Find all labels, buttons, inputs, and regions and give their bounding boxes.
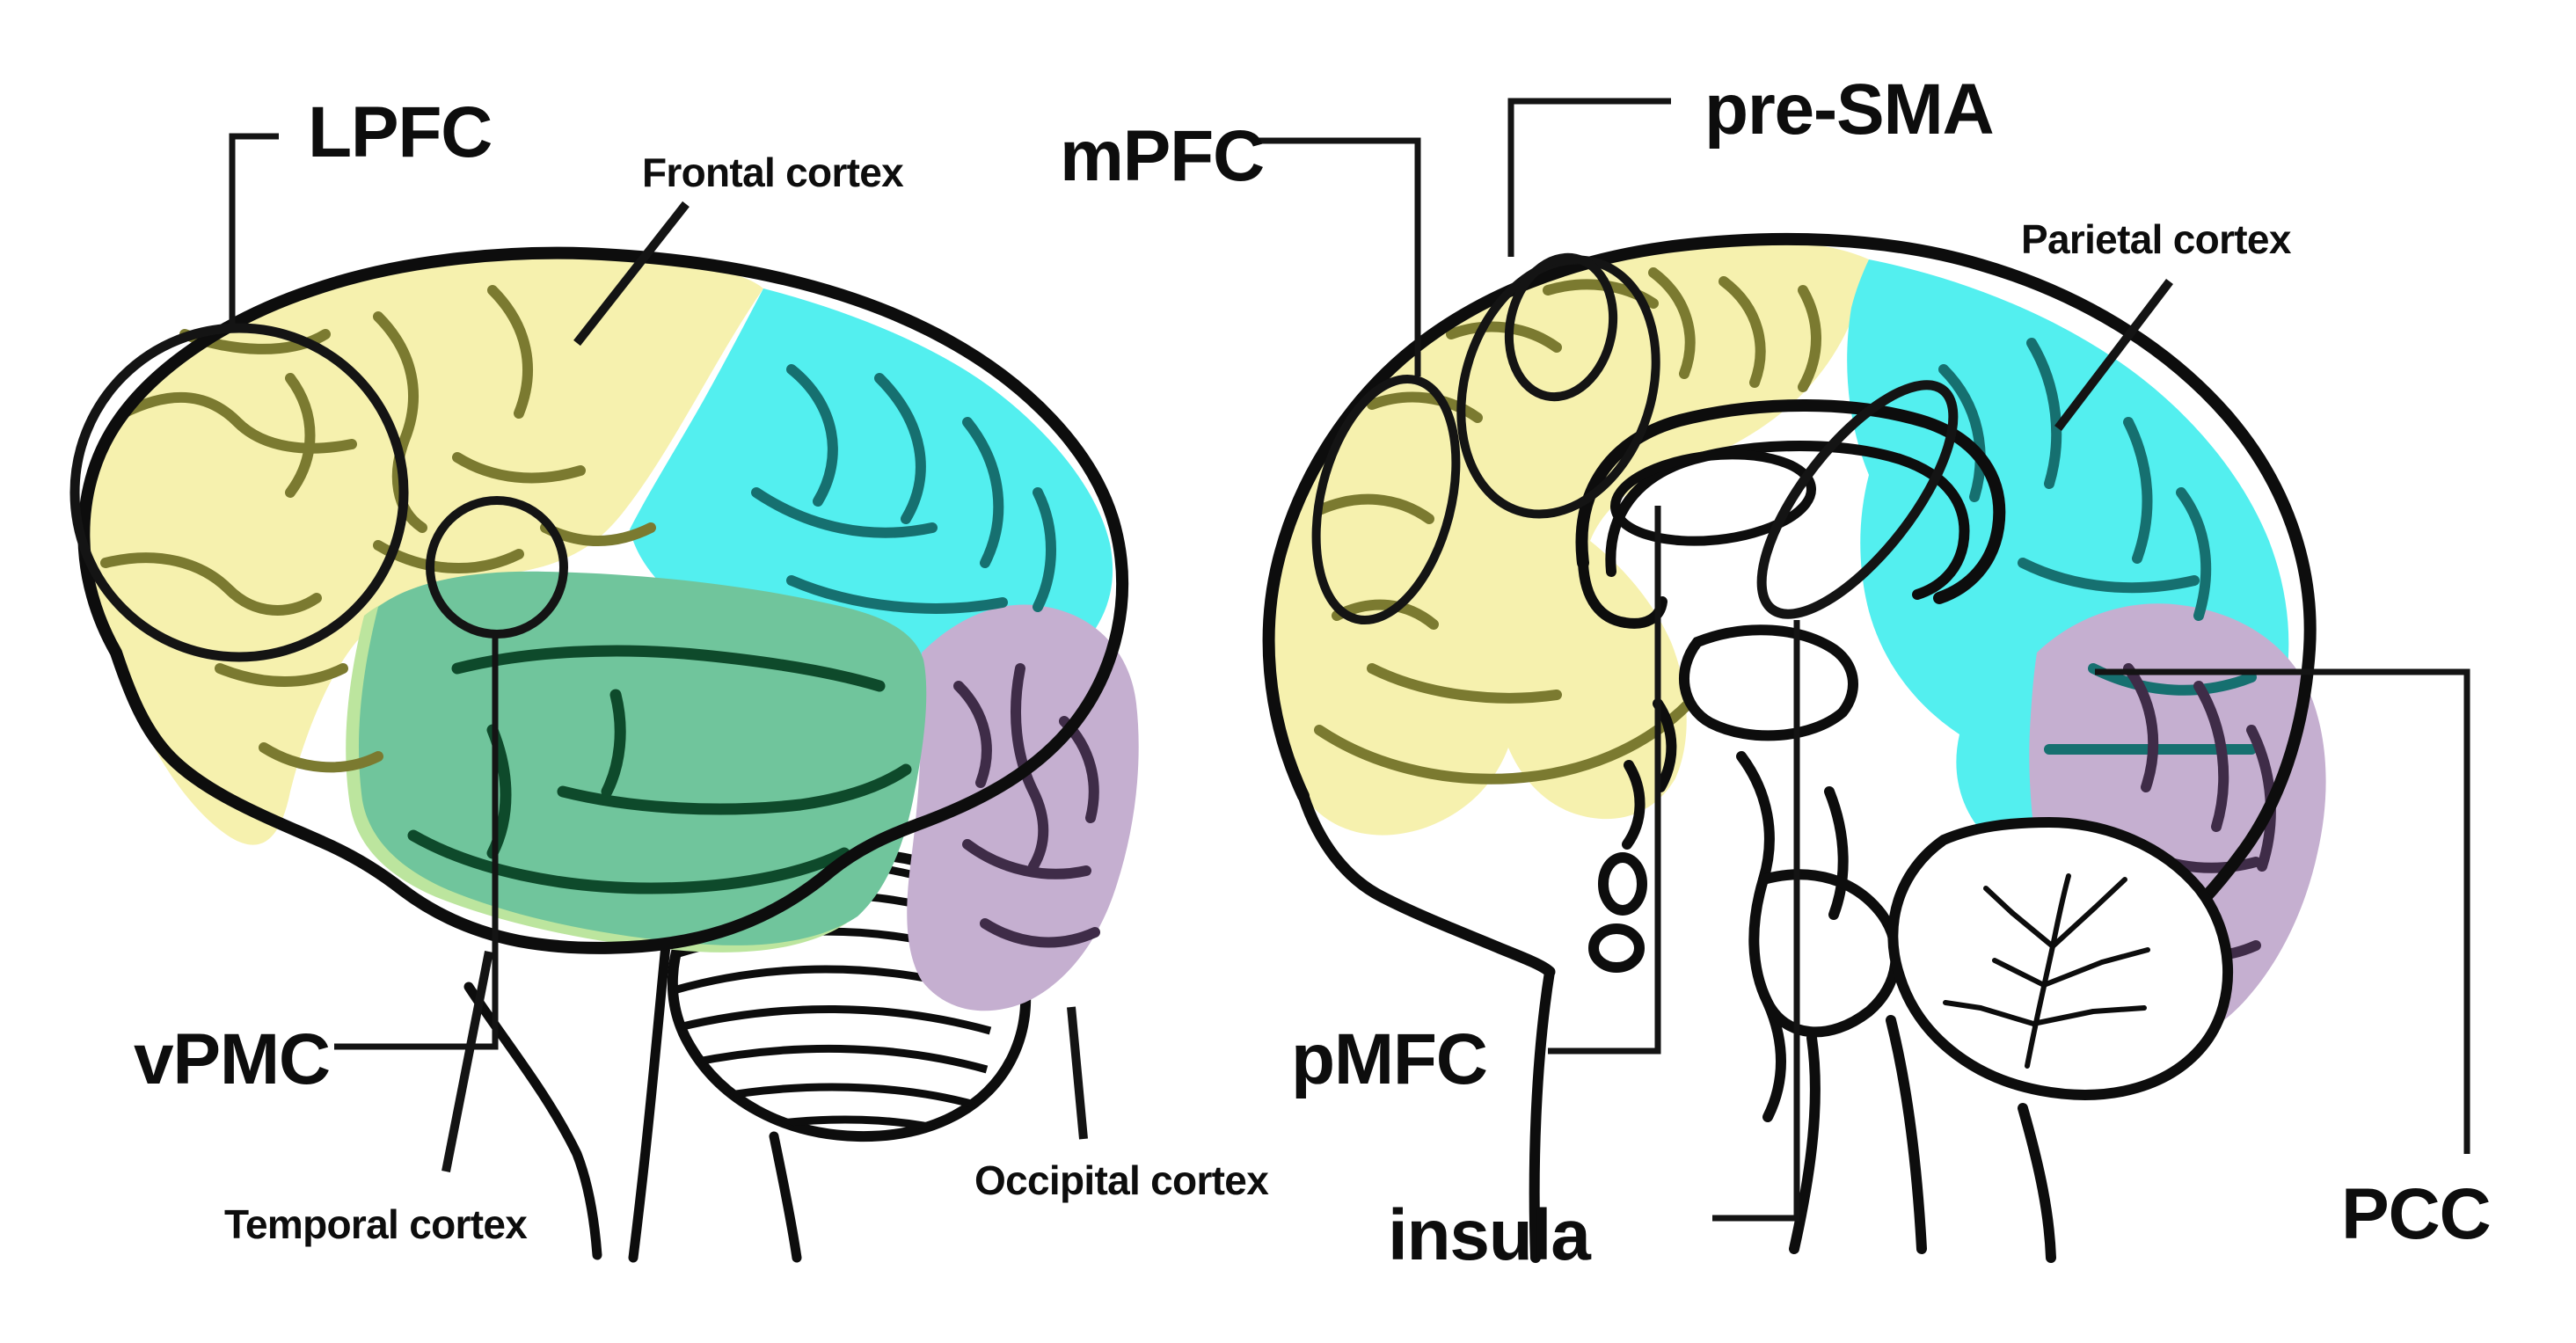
cerebrum-lateral-outline [77,246,1128,954]
lateral-leader-lines [229,133,1088,1172]
lpfc-roi-circle [69,323,409,662]
medial-leader-lines [1258,98,2470,1222]
label-pmfc: pMFC [1291,1019,1487,1099]
fornix-outline [1610,449,1816,546]
cerebrum-medial-outline [1262,232,2317,982]
parietal-cortex-leader [2054,278,2173,432]
label-insula: insula [1388,1195,1592,1275]
label-pcc: PCC [2341,1174,2490,1254]
occipital-sulci [953,663,1100,948]
label-mpfc: mPFC [1060,116,1264,196]
mpfc-roi-ellipse [1311,374,1461,625]
cingulate-oval-outline [1756,380,1959,619]
presma-roi-ellipse-inner [1504,252,1618,402]
parietal-sulci [751,364,1056,614]
label-temporal-cortex: Temporal cortex [224,1201,528,1247]
thalamus-midbrain [1529,624,2056,1263]
lpfc-leader [229,133,279,328]
presma-roi-ellipse-outer [1456,255,1660,519]
lateral-brain [69,133,1139,1263]
frontal-cortex-leader [573,201,690,347]
insula-leader [1712,620,1800,1222]
label-parietal-cortex: Parietal cortex [2021,216,2292,262]
parietal-cortex-region [630,288,1113,676]
mpfc-leader [1258,137,1421,376]
labels: LPFC Frontal cortex mPFC pre-SMA Parieta… [134,69,2492,1275]
medial-frontal-lower-outline [1297,790,1556,978]
vpmc-leader [334,636,499,1050]
vpmc-roi-circle [426,496,568,639]
pcc-leader [2095,668,2470,1154]
presma-leader [1507,98,1671,257]
cerebellum-medial [1887,816,2234,1100]
label-lpfc: LPFC [308,92,492,172]
arbor-vitae [1943,873,2150,1069]
temporal-cortex-leader [441,951,493,1172]
label-vpmc: vPMC [134,1019,330,1099]
label-occipital-cortex: Occipital cortex [974,1157,1269,1203]
label-frontal-cortex: Frontal cortex [642,150,904,195]
pmfc-leader [1548,506,1661,1055]
label-pre-sma: pre-SMA [1704,69,1994,150]
frontal-cortex-region [84,252,763,845]
occipital-cortex-leader [1067,1006,1088,1140]
medial-brain [1258,98,2470,1263]
